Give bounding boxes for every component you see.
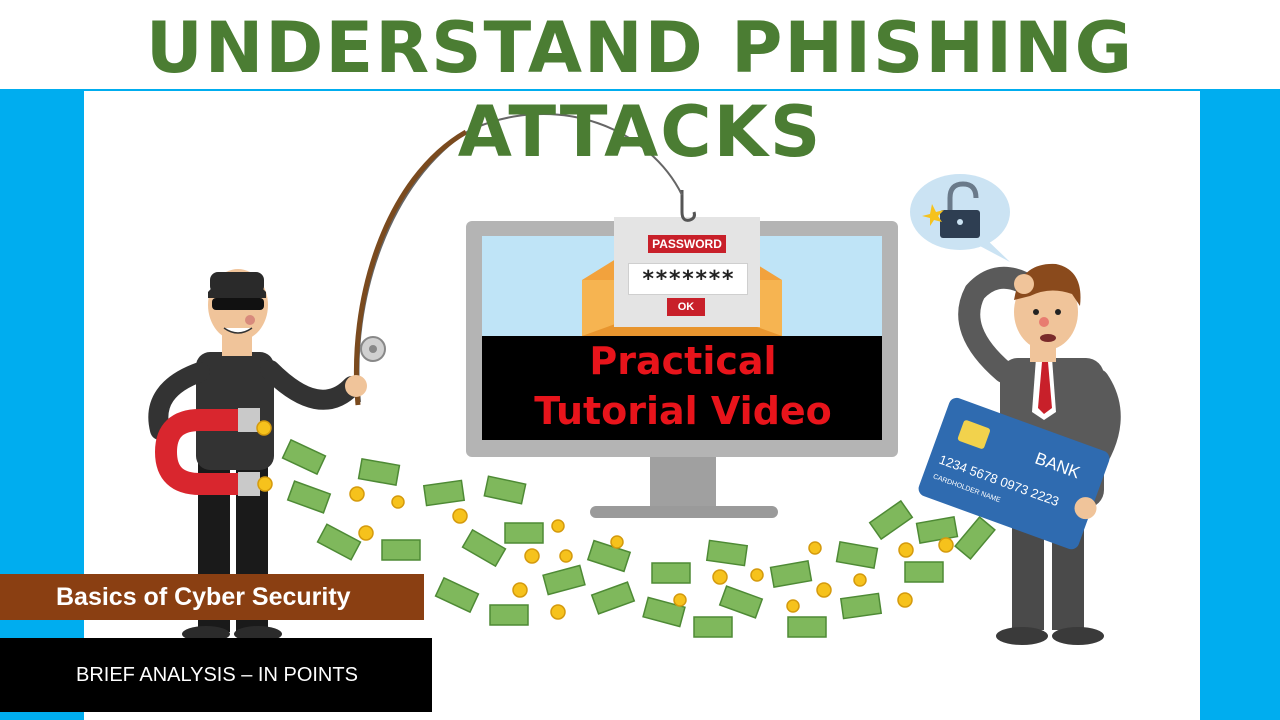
monitor-illustration <box>466 190 898 518</box>
top-rule <box>0 89 1280 91</box>
bank-card-illustration <box>918 397 1110 550</box>
screen-headline-line2: Tutorial Video <box>534 389 832 433</box>
money-trail-illustration <box>281 438 996 638</box>
password-label: PASSWORD <box>648 235 726 253</box>
category-badge: Basics of Cyber Security <box>0 574 424 620</box>
speech-bubble-lock-illustration <box>910 174 1010 262</box>
subtitle-badge: BRIEF ANALYSIS – IN POINTS <box>0 638 432 712</box>
hacker-illustration <box>148 269 367 642</box>
screen-headline-line1: Practical <box>589 339 777 383</box>
page-title: UNDERSTAND PHISHING ATTACKS <box>145 7 1135 173</box>
coins-illustration <box>256 420 954 620</box>
password-field: ******* <box>628 263 748 295</box>
screen-headline: Practical Tutorial Video <box>483 336 883 436</box>
ok-button: OK <box>667 298 705 316</box>
right-blue-bar <box>1200 90 1280 720</box>
fishing-rod-illustration <box>353 113 683 406</box>
